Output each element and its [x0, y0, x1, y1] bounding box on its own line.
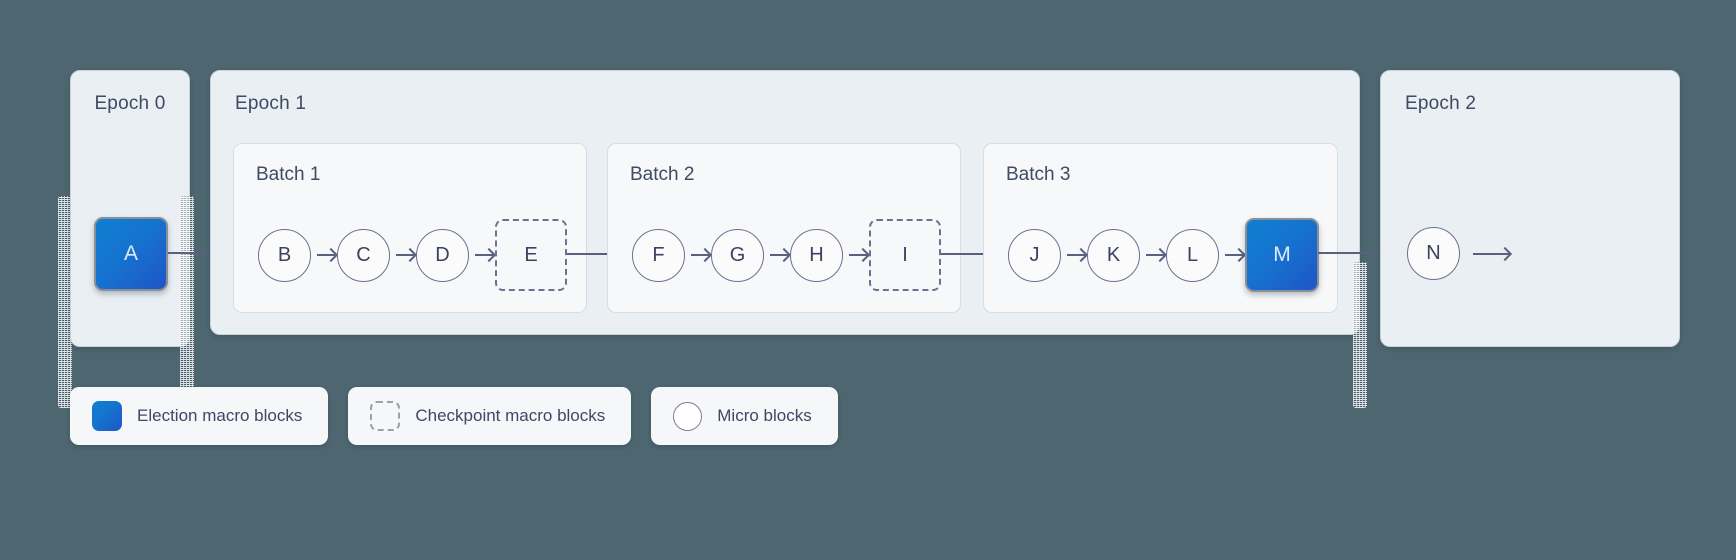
block-label-n: N [1426, 242, 1441, 264]
block-label-f: F [652, 244, 665, 266]
arrow-f-to-g [691, 254, 709, 256]
block-label-g: G [729, 244, 746, 266]
block-label-j: J [1029, 244, 1040, 266]
arrow-k-to-l [1146, 254, 1164, 256]
arrow-e-to-f [567, 253, 631, 255]
epoch-panel-2[interactable]: Epoch 2 N [1380, 70, 1680, 347]
epoch-panel-1[interactable]: Epoch 1 Batch 1 B C D E Batch 2 [210, 70, 1360, 335]
dither-seam-epoch1-right [1353, 262, 1367, 408]
micro-block-n[interactable]: N [1407, 227, 1460, 280]
micro-block-h[interactable]: H [790, 229, 843, 282]
election-macro-block-a[interactable]: A [94, 217, 168, 291]
batch-2-title: Batch 2 [630, 164, 695, 185]
dither-seam-left [58, 196, 72, 408]
batch-3-title: Batch 3 [1006, 164, 1071, 185]
legend-label-micro: Micro blocks [717, 406, 812, 425]
batch-container-1[interactable]: Batch 1 B C D E [233, 143, 587, 313]
arrow-l-to-m [1225, 254, 1243, 256]
block-label-b: B [277, 244, 292, 266]
arrow-j-to-k [1067, 254, 1085, 256]
legend-item-micro-blocks[interactable]: Micro blocks [651, 387, 838, 445]
micro-block-g[interactable]: G [711, 229, 764, 282]
epoch-1-title: Epoch 1 [235, 93, 307, 114]
legend-label-election: Election macro blocks [137, 406, 303, 425]
arrow-m-to-n [1318, 252, 1408, 254]
arrow-i-to-j [941, 253, 1009, 255]
block-label-k: K [1106, 244, 1121, 266]
legend-item-election-macro-blocks[interactable]: Election macro blocks [70, 387, 329, 445]
checkpoint-macro-block-e[interactable]: E [495, 219, 567, 291]
filled-rounded-square-icon [92, 401, 122, 431]
arrow-b-to-c [317, 254, 335, 256]
block-label-i: I [902, 243, 908, 266]
arrow-n-outgoing [1473, 253, 1509, 255]
batch-container-3[interactable]: Batch 3 J K L M [983, 143, 1338, 313]
block-label-m: M [1273, 243, 1291, 266]
block-label-e: E [524, 243, 538, 266]
micro-block-l[interactable]: L [1166, 229, 1219, 282]
legend: Election macro blocks Checkpoint macro b… [70, 387, 838, 445]
legend-item-checkpoint-macro-blocks[interactable]: Checkpoint macro blocks [348, 387, 632, 445]
block-label-h: H [809, 244, 824, 266]
micro-block-k[interactable]: K [1087, 229, 1140, 282]
dither-seam-epoch0-right [180, 196, 194, 408]
epoch-2-title: Epoch 2 [1405, 93, 1477, 114]
blockchain-epoch-diagram: Epoch 0 A Epoch 1 Batch 1 B C D E [0, 70, 1736, 408]
micro-block-j[interactable]: J [1008, 229, 1061, 282]
arrow-c-to-d [396, 254, 414, 256]
election-macro-block-m[interactable]: M [1245, 218, 1319, 292]
epoch-panel-0[interactable]: Epoch 0 A [70, 70, 190, 347]
arrow-d-to-e [475, 254, 493, 256]
arrow-g-to-h [770, 254, 788, 256]
micro-block-b[interactable]: B [258, 229, 311, 282]
block-label-d: D [435, 244, 450, 266]
block-label-a: A [123, 242, 138, 265]
batch-container-2[interactable]: Batch 2 F G H I [607, 143, 961, 313]
arrow-h-to-i [849, 254, 867, 256]
block-label-c: C [356, 244, 371, 266]
batch-1-title: Batch 1 [256, 164, 321, 185]
circle-outline-icon [673, 401, 703, 431]
epoch-0-title: Epoch 0 [94, 93, 166, 114]
checkpoint-macro-block-i[interactable]: I [869, 219, 941, 291]
legend-label-checkpoint: Checkpoint macro blocks [415, 406, 606, 425]
block-label-l: L [1186, 244, 1199, 266]
micro-block-f[interactable]: F [632, 229, 685, 282]
micro-block-d[interactable]: D [416, 229, 469, 282]
micro-block-c[interactable]: C [337, 229, 390, 282]
dashed-rounded-square-icon [370, 401, 401, 431]
